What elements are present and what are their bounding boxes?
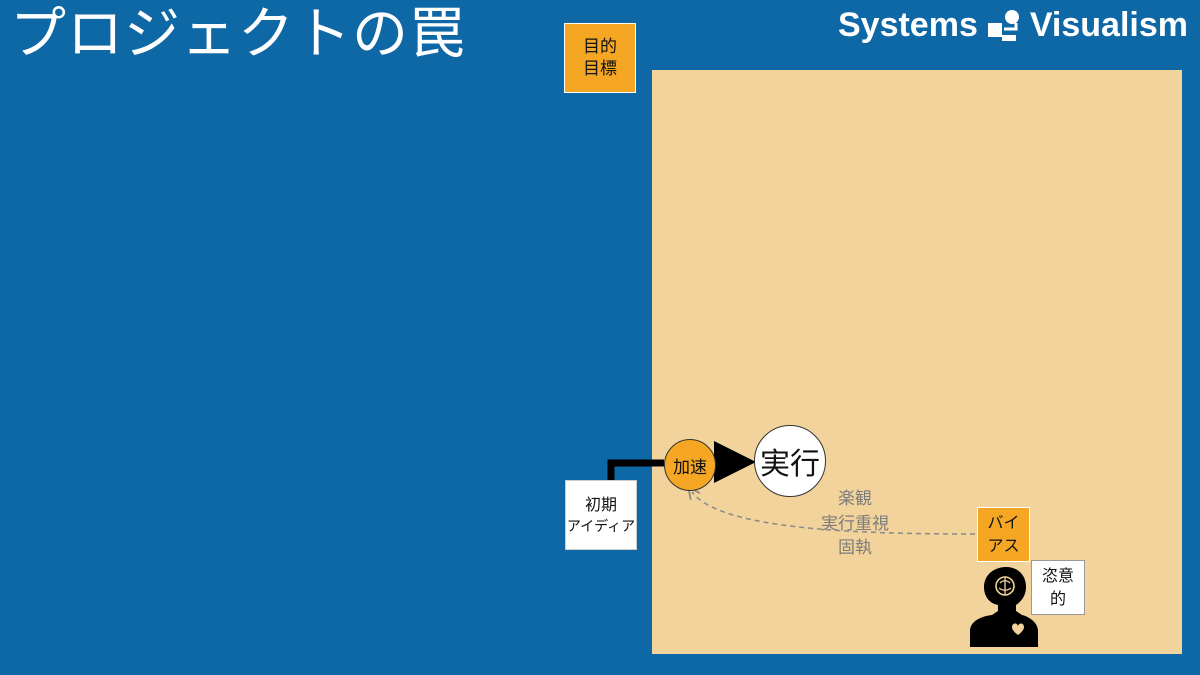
bias-box: バイ アス <box>977 507 1030 562</box>
arbitrary-line-1: 恣意 <box>1041 566 1074 586</box>
bias-to-accelerate-dashed-arrow <box>692 492 976 535</box>
initial-idea-line-2: アイディア <box>566 518 636 535</box>
bias-line-2: アス <box>987 535 1020 555</box>
goal-line-2: 目標 <box>583 59 617 79</box>
initial-idea-line-1: 初期 <box>584 494 617 514</box>
bias-types-label: 楽観 実行重視 固執 <box>805 487 905 561</box>
initial-idea-box: 初期 アイディア <box>565 480 637 550</box>
diagram-panel <box>652 70 1182 654</box>
arbitrary-box: 恣意 的 <box>1031 560 1085 615</box>
bias-type-fixation: 固執 <box>838 538 872 559</box>
bias-line-1: バイ <box>987 513 1020 533</box>
page-title: プロジェクトの罠 <box>10 2 466 67</box>
accelerate-node: 加速 <box>664 439 716 491</box>
bias-type-execution-focus: 実行重視 <box>821 513 889 534</box>
bias-type-optimism: 楽観 <box>838 489 872 509</box>
execute-node: 実行 <box>754 425 826 497</box>
brand-logo: Systems Visualism <box>838 6 1188 45</box>
arbitrary-line-2: 的 <box>1049 588 1066 608</box>
idea-to-accelerate-arrow <box>607 459 664 482</box>
goal-line-1: 目的 <box>583 36 617 57</box>
brand-word-2: Visualism <box>1029 6 1188 44</box>
systems-visualism-logo-icon <box>987 9 1019 41</box>
goal-box: 目的 目標 <box>564 23 636 93</box>
person-brain-heart-icon <box>970 567 1038 647</box>
brand-word-1: Systems <box>837 6 978 44</box>
